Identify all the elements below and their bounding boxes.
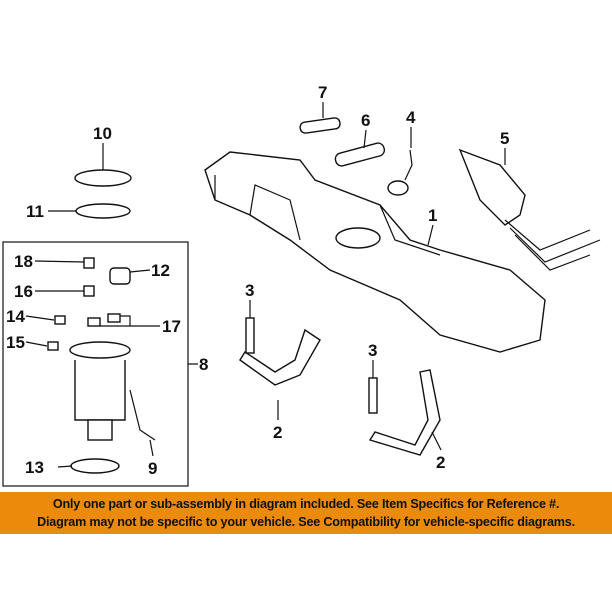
- callout-5: 5: [500, 129, 509, 148]
- disclaimer-banner: Only one part or sub-assembly in diagram…: [0, 492, 612, 534]
- callout-9: 9: [148, 459, 157, 478]
- callout-11: 11: [26, 202, 44, 221]
- hose-6: [334, 142, 386, 167]
- filler-neck: [458, 148, 601, 271]
- callout-15: 15: [6, 333, 25, 352]
- callout-3-right: 3: [368, 341, 377, 360]
- disclaimer-line-1: Only one part or sub-assembly in diagram…: [52, 497, 560, 511]
- callout-6: 6: [361, 111, 370, 130]
- callout-2-right: 2: [436, 453, 445, 472]
- seal: [75, 203, 131, 219]
- callout-4: 4: [406, 108, 416, 127]
- fuel-sender: [387, 149, 413, 196]
- strap-right: [368, 369, 441, 456]
- fuel-tank: [204, 151, 546, 353]
- callout-10: 10: [93, 124, 112, 143]
- callout-2-left: 2: [273, 423, 282, 442]
- callout-7: 7: [318, 83, 327, 102]
- callout-12: 12: [151, 261, 170, 280]
- lock-ring: [74, 169, 132, 187]
- disclaimer-line-2: Diagram may not be specific to your vehi…: [37, 515, 575, 529]
- callout-8: 8: [199, 355, 208, 374]
- callout-16: 16: [14, 282, 33, 301]
- callout-13: 13: [25, 458, 44, 477]
- callout-18: 18: [14, 252, 33, 271]
- callout-3-left: 3: [245, 281, 254, 300]
- fuel-pump-module: [47, 257, 156, 474]
- bolt-left: [245, 317, 255, 354]
- bolt-right: [368, 377, 378, 414]
- callout-14: 14: [6, 307, 25, 326]
- strap-left: [239, 328, 321, 386]
- callout-1: 1: [428, 206, 437, 225]
- hose-7: [299, 117, 341, 134]
- callout-17: 17: [162, 317, 181, 336]
